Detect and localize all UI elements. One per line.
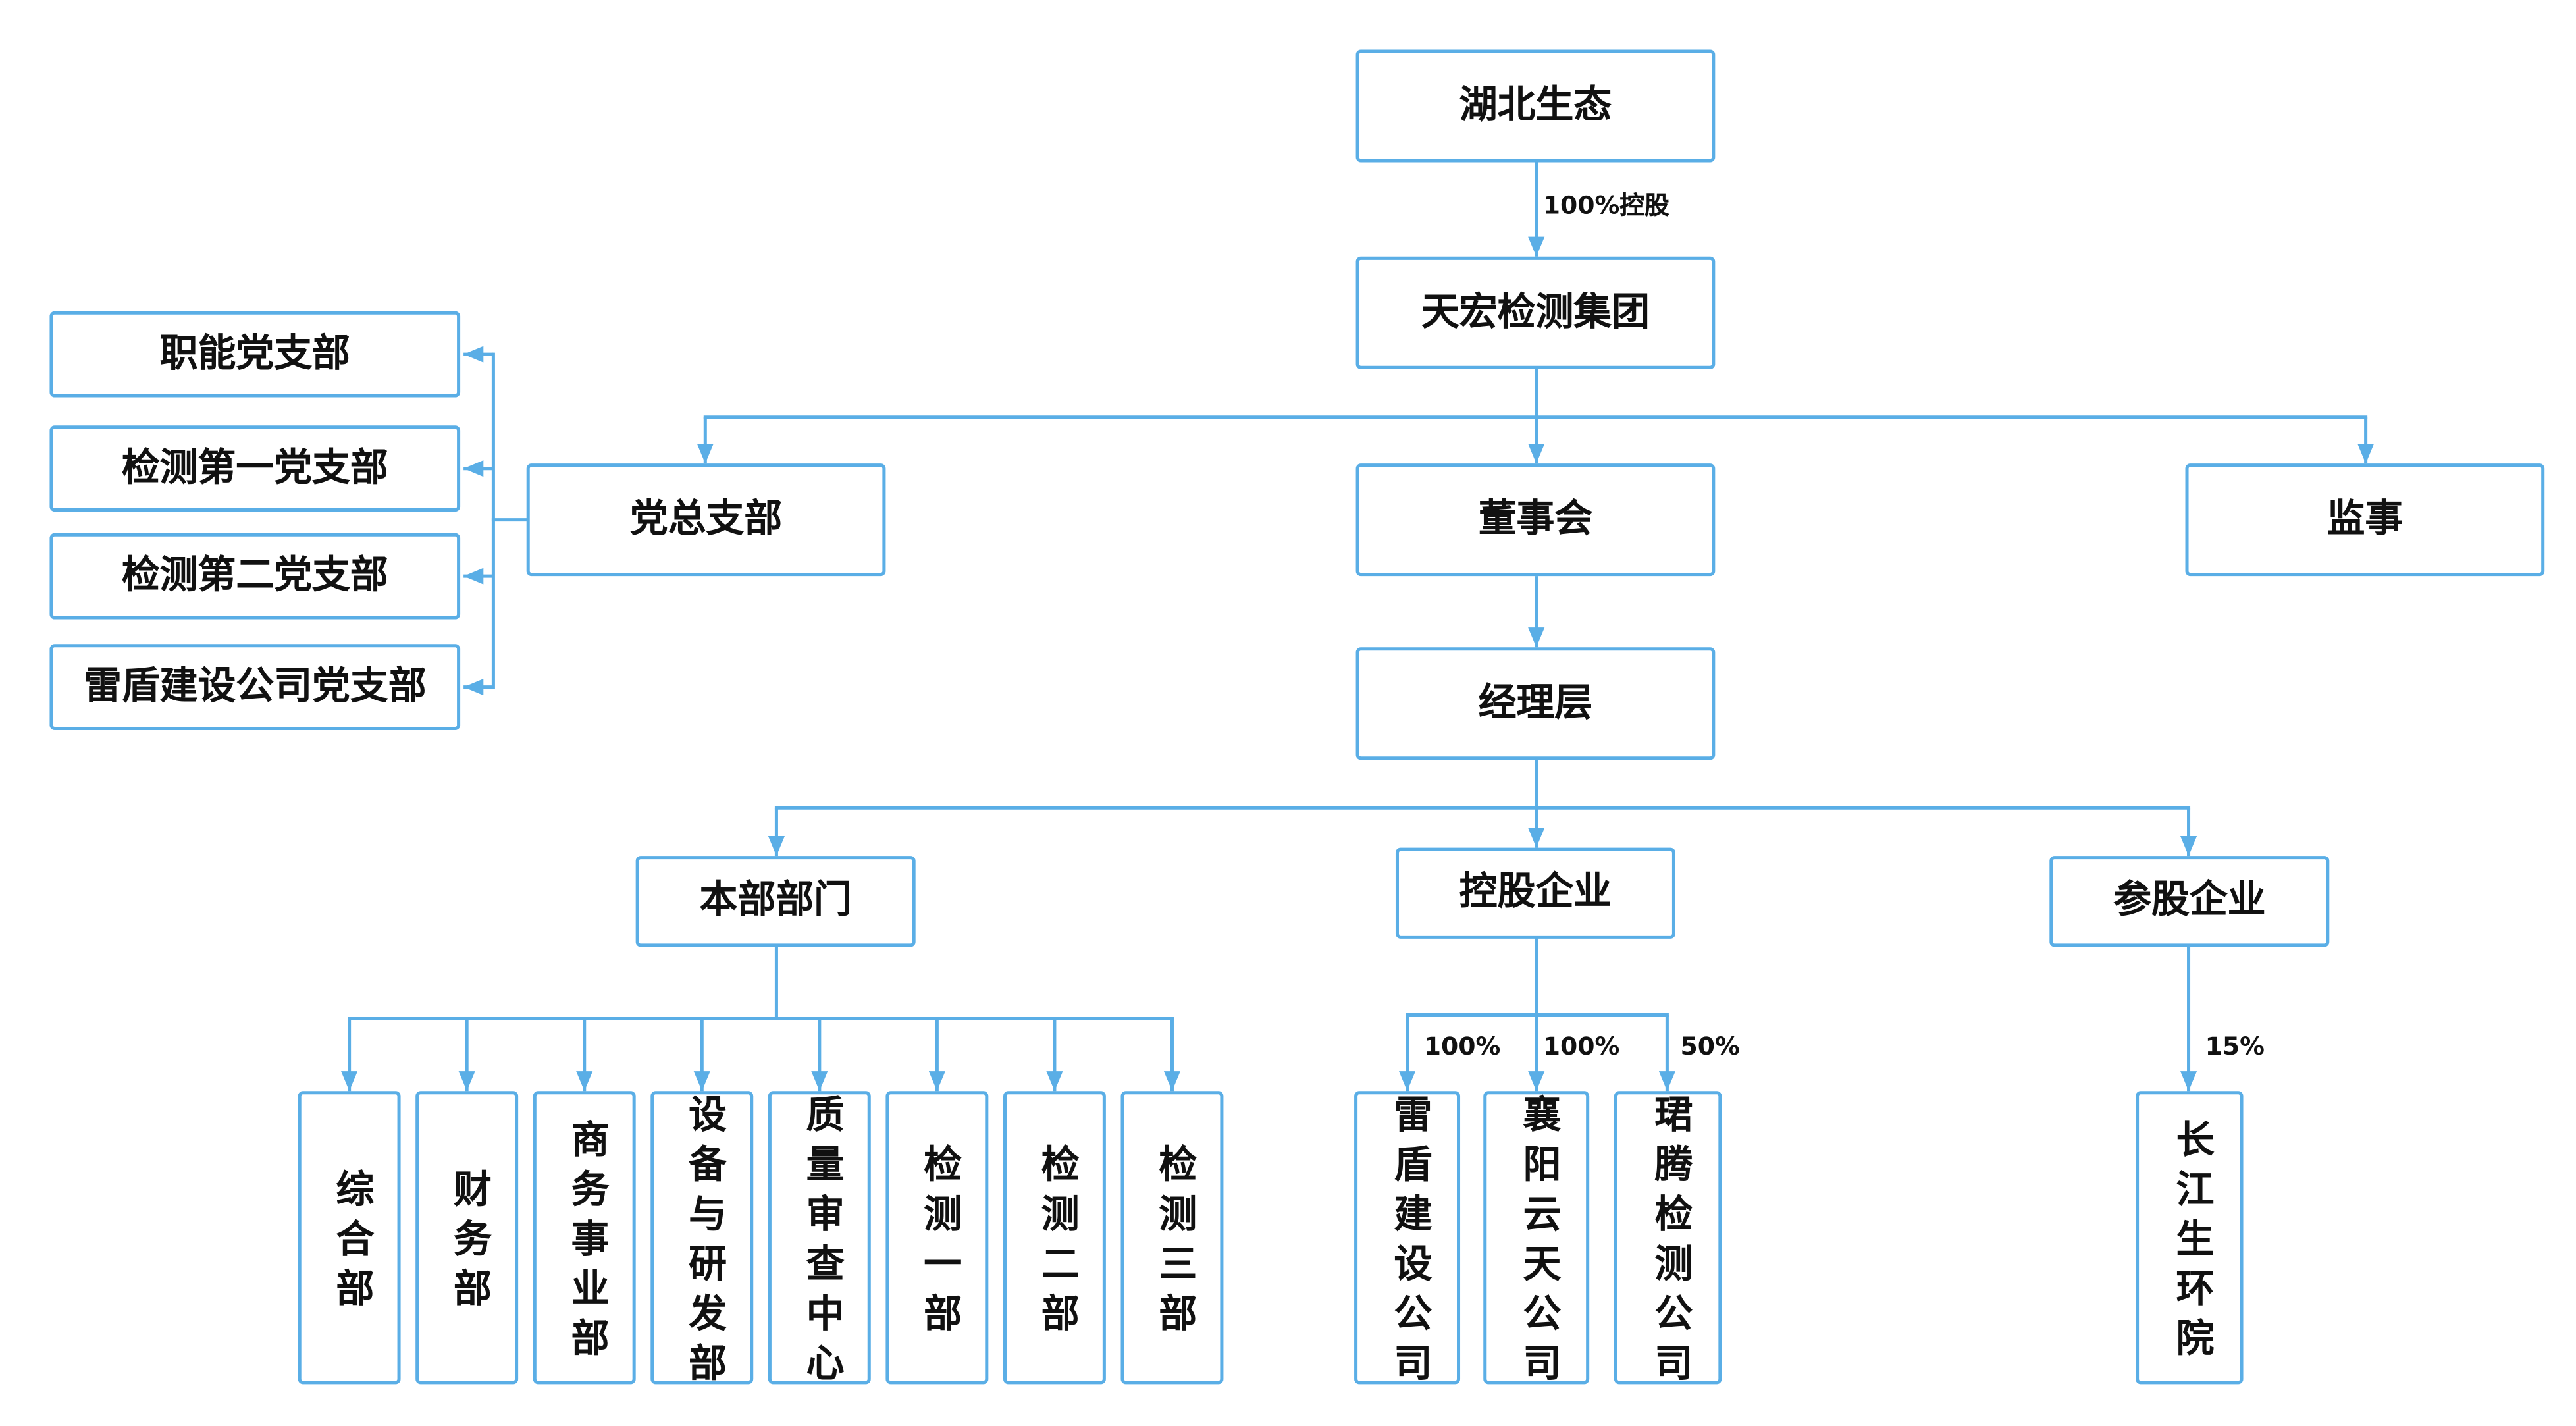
department-label: 设备与研发部 bbox=[681, 1094, 725, 1392]
shareholding-label: 50% bbox=[1680, 1031, 1740, 1061]
department-node: 综合部 bbox=[298, 1091, 401, 1385]
party-branch-node: 检测第一党支部 bbox=[49, 425, 461, 512]
department-node: 设备与研发部 bbox=[650, 1091, 754, 1392]
party-branch-label: 检测第二党支部 bbox=[121, 554, 388, 597]
department-label: 商务事业部 bbox=[564, 1119, 607, 1368]
group-company-node: 天宏检测集团 bbox=[1355, 256, 1716, 369]
department-label: 检测三部 bbox=[1151, 1144, 1195, 1343]
department-node: 检测一部 bbox=[885, 1091, 989, 1385]
holding-company-node: 珺腾检测公司 bbox=[1614, 1091, 1722, 1392]
party-branch-node: 雷盾建设公司党支部 bbox=[49, 644, 461, 731]
department-node: 商务事业部 bbox=[533, 1091, 636, 1385]
headquarters-departments-node: 本部部门 bbox=[635, 856, 916, 947]
party-branch-label: 雷盾建设公司党支部 bbox=[83, 664, 427, 708]
parent-company-node: 湖北生态 bbox=[1355, 49, 1716, 163]
participating-enterprises-label: 参股企业 bbox=[2113, 879, 2266, 922]
management-label: 经理层 bbox=[1478, 681, 1593, 725]
holding-company-node: 雷盾建设公司 bbox=[1354, 1091, 1461, 1392]
board-of-directors-node: 董事会 bbox=[1355, 463, 1716, 577]
party-general-branch-label: 党总支部 bbox=[629, 497, 783, 541]
shareholding-label: 15% bbox=[2205, 1031, 2265, 1061]
party-branch-label: 职能党支部 bbox=[159, 332, 350, 375]
holding-enterprises-node: 控股企业 bbox=[1395, 847, 1675, 939]
party-branch-node: 职能党支部 bbox=[49, 311, 461, 398]
department-label: 检测二部 bbox=[1034, 1144, 1077, 1343]
participating-company-node: 长江生环院 bbox=[2136, 1091, 2244, 1385]
party-branch-label: 检测第一党支部 bbox=[121, 446, 388, 490]
department-label: 综合部 bbox=[329, 1169, 372, 1318]
shareholding-label: 100% bbox=[1542, 1031, 1620, 1061]
party-general-branch-node: 党总支部 bbox=[526, 463, 886, 577]
department-node: 财务部 bbox=[415, 1091, 519, 1385]
participating-enterprises-node: 参股企业 bbox=[2049, 856, 2330, 947]
headquarters-departments-label: 本部部门 bbox=[699, 879, 852, 922]
board-of-directors-label: 董事会 bbox=[1478, 497, 1593, 541]
department-label: 财务部 bbox=[446, 1169, 490, 1318]
group-company-label: 天宏检测集团 bbox=[1421, 290, 1650, 334]
department-node: 检测二部 bbox=[1003, 1091, 1106, 1385]
shareholding-label: 100%控股 bbox=[1542, 190, 1669, 221]
department-node: 质量审查中心 bbox=[768, 1091, 871, 1392]
holding-company-node: 襄阳云天公司 bbox=[1483, 1091, 1590, 1392]
shareholding-label: 100% bbox=[1423, 1031, 1501, 1061]
holding-enterprises-label: 控股企业 bbox=[1459, 870, 1612, 914]
party-branch-node: 检测第二党支部 bbox=[49, 533, 461, 620]
supervisor-node: 监事 bbox=[2185, 463, 2545, 577]
parent-company-label: 湖北生态 bbox=[1459, 83, 1612, 127]
holding-company-label: 珺腾检测公司 bbox=[1647, 1094, 1691, 1392]
department-label: 检测一部 bbox=[916, 1144, 960, 1343]
management-node: 经理层 bbox=[1355, 647, 1716, 760]
supervisor-label: 监事 bbox=[2326, 497, 2404, 541]
holding-company-label: 雷盾建设公司 bbox=[1386, 1094, 1430, 1392]
holding-company-label: 襄阳云天公司 bbox=[1515, 1094, 1559, 1392]
department-node: 检测三部 bbox=[1120, 1091, 1224, 1385]
department-label: 质量审查中心 bbox=[799, 1094, 842, 1392]
participating-company-label: 长江生环院 bbox=[2169, 1119, 2212, 1368]
